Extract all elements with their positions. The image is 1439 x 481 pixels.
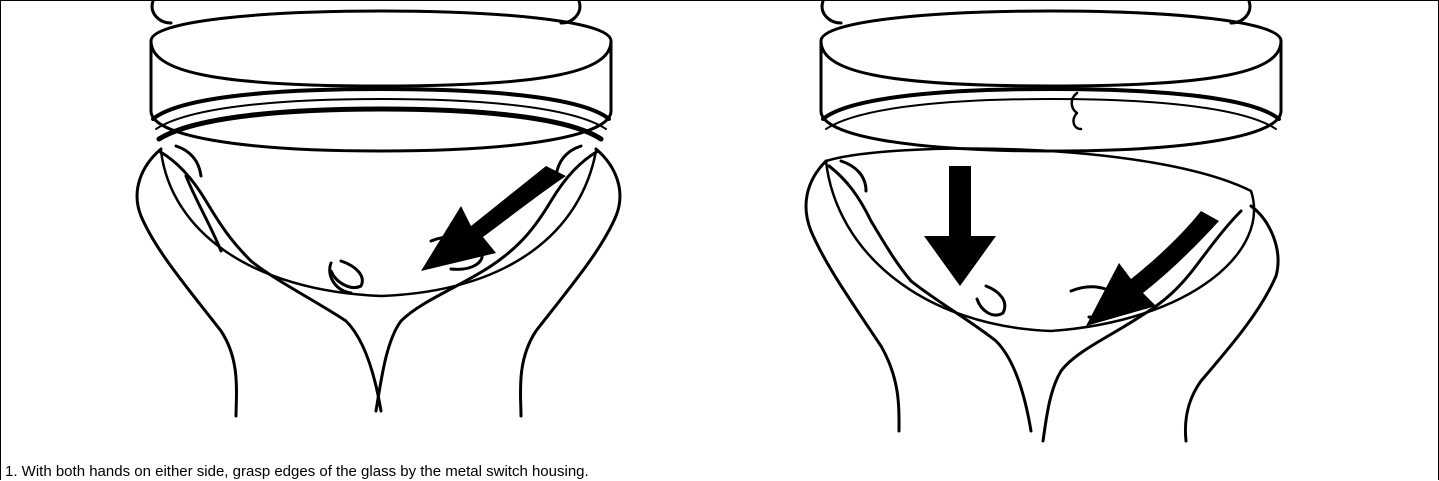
left-hand: [137, 149, 236, 416]
down-arrow: [924, 166, 996, 286]
curved-arrow: [421, 166, 566, 271]
step-caption: 1. With both hands on either side, grasp…: [5, 463, 1005, 481]
left-hand: [806, 161, 899, 431]
panel-grasp-glass: [101, 1, 661, 471]
panel-pull-glass-down: [771, 1, 1331, 471]
glass-dome: [161, 151, 596, 296]
